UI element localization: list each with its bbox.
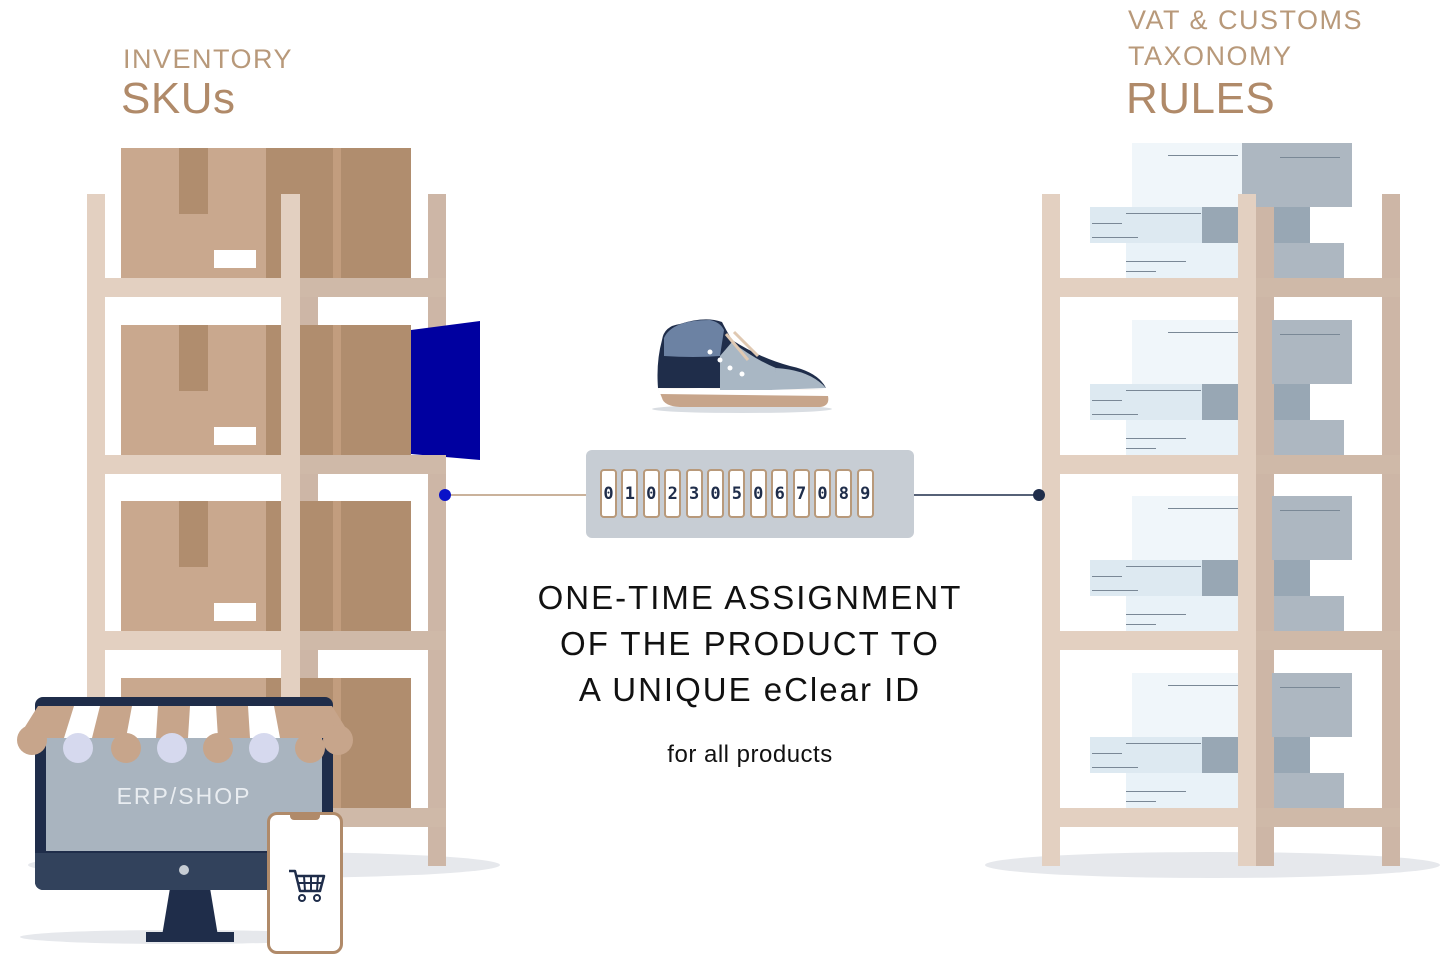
- highlighted-box-face: [411, 321, 480, 460]
- assignment-headline: ONE-TIME ASSIGNMENT OF THE PRODUCT TO A …: [470, 575, 1030, 713]
- shelf-beam: [1256, 631, 1400, 650]
- shelf-beam: [87, 455, 300, 474]
- vat-customs-subtitle: VAT & CUSTOMS: [1128, 5, 1364, 35]
- shelf-beam: [1042, 808, 1256, 827]
- document-icon: [1090, 143, 1352, 278]
- rules-title: RULES: [1126, 74, 1276, 123]
- shelf-beam: [87, 278, 300, 297]
- shelf-post-back: [1256, 194, 1274, 866]
- headline-line-1: ONE-TIME ASSIGNMENT: [537, 579, 963, 616]
- id-digit: 2: [664, 469, 682, 518]
- id-digit: 3: [685, 469, 703, 518]
- connector-dot-left: [439, 489, 451, 501]
- id-digit: 9: [856, 469, 874, 518]
- id-digit: 6: [771, 469, 789, 518]
- box-icon: [121, 325, 411, 455]
- shelf-shadow: [985, 852, 1440, 878]
- shelf-beam: [1256, 278, 1400, 297]
- id-digit: 0: [814, 469, 831, 518]
- phone-icon: [267, 812, 343, 954]
- document-icon: [1090, 496, 1352, 631]
- box-icon: [121, 148, 411, 278]
- box-icon: [121, 501, 411, 631]
- assignment-note: for all products: [667, 741, 833, 768]
- id-digit: 0: [707, 469, 724, 518]
- headline-line-2: OF THE PRODUCT TO: [560, 625, 940, 662]
- id-digit: 0: [600, 469, 617, 518]
- shelf-beam: [87, 631, 300, 650]
- id-digit: 0: [642, 469, 660, 518]
- connector: [439, 489, 1045, 501]
- id-digit: 5: [728, 469, 746, 518]
- id-digit: 7: [792, 469, 810, 518]
- shelf-beam: [300, 631, 446, 650]
- shelf-beam: [1042, 631, 1256, 650]
- shelf-beam: [1042, 455, 1256, 474]
- id-digit: 8: [835, 469, 853, 518]
- taxonomy-subtitle: TAXONOMY: [1128, 41, 1293, 71]
- awning-icon: [17, 706, 353, 763]
- headline-line-3: A UNIQUE eClear ID: [578, 671, 922, 708]
- shelf-post-front: [1238, 194, 1256, 866]
- shelf-beam: [1256, 455, 1400, 474]
- inventory-subtitle: INVENTORY: [123, 44, 294, 74]
- shelf-beam: [1042, 278, 1256, 297]
- shelf-post-front: [1042, 194, 1060, 866]
- power-button: [179, 865, 189, 875]
- connector-dot-right: [1033, 489, 1045, 501]
- document-icon: [1090, 673, 1352, 808]
- document-icon: [1090, 320, 1352, 455]
- id-digit: 1: [621, 469, 639, 518]
- cart-icon: [289, 869, 326, 902]
- shelf-post-back: [1382, 194, 1400, 866]
- shelf-beam: [300, 455, 446, 474]
- skus-title: SKUs: [121, 74, 236, 123]
- shelf-beam: [300, 278, 446, 297]
- erp-shop-label: ERP/SHOP: [116, 783, 252, 809]
- id-digit: 0: [749, 469, 767, 518]
- sneaker-icon: [652, 319, 832, 413]
- monitor-stand: [146, 888, 234, 942]
- shelf-beam: [1256, 808, 1400, 827]
